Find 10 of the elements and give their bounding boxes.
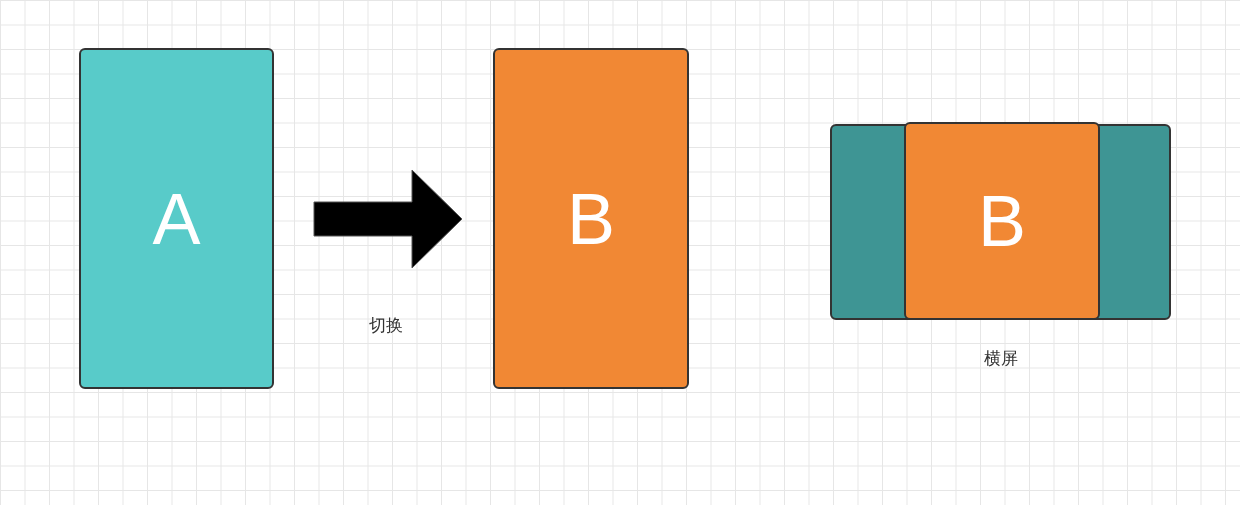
note-label: 切换: [369, 314, 403, 337]
screen-box: [79, 48, 274, 389]
screen-box: [904, 122, 1100, 320]
block-arrow: [313, 169, 463, 269]
screen-label: B: [978, 185, 1026, 257]
screen-label: B: [567, 182, 615, 255]
node-label: 横屏: [983, 347, 1018, 370]
landscape-screen-box: [830, 124, 1171, 320]
screen-label: A: [152, 182, 201, 255]
screen-box: [493, 48, 689, 389]
